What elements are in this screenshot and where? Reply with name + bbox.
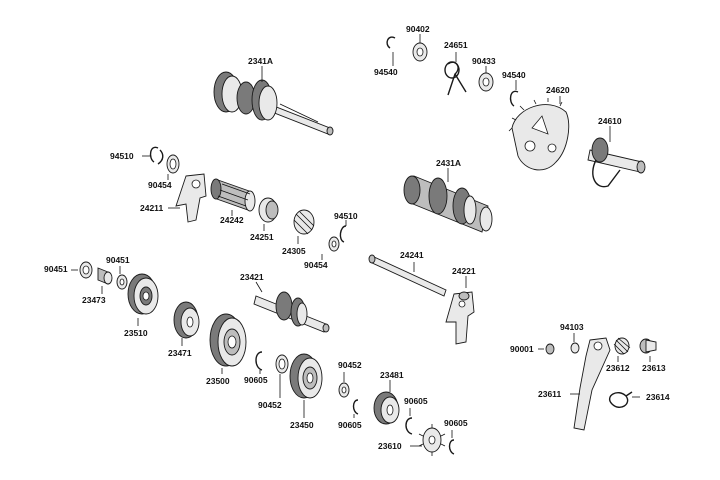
label-90001: 90001	[510, 344, 534, 354]
part-90451-washer-a	[79, 261, 93, 279]
part-94103-washer	[570, 342, 580, 354]
label-94510-b: 94510	[334, 211, 358, 221]
part-94540-clip-a	[386, 36, 396, 49]
label-90605-a: 90605	[244, 375, 268, 385]
label-90452-a: 90452	[258, 400, 282, 410]
label-24651: 24651	[444, 40, 468, 50]
part-90605-clip-b	[352, 399, 359, 415]
label-23450: 23450	[290, 420, 314, 430]
label-90605-c: 90605	[404, 396, 428, 406]
part-23613-pin	[639, 338, 657, 354]
part-23481-hub	[373, 391, 400, 425]
part-24651-spring	[444, 61, 467, 96]
label-24620: 24620	[546, 85, 570, 95]
part-23500-gear	[209, 313, 247, 367]
part-2431a-shift-drum	[403, 175, 493, 233]
part-90402-washer	[412, 42, 428, 62]
label-90451-a: 90451	[44, 264, 68, 274]
part-23510-gear	[127, 273, 159, 315]
label-23614: 23614	[646, 392, 670, 402]
part-90605-clip-c	[405, 417, 413, 435]
part-23450-gear	[289, 353, 323, 399]
label-94540-a: 94540	[374, 67, 398, 77]
part-90452-washer-b	[338, 382, 350, 398]
label-23613: 23613	[642, 363, 666, 373]
label-24251: 24251	[250, 232, 274, 242]
label-90454-b: 90454	[304, 260, 328, 270]
label-90605-b: 90605	[338, 420, 362, 430]
label-24610: 24610	[598, 116, 622, 126]
part-94540-clip-b	[509, 90, 519, 107]
part-24251-collar	[258, 197, 279, 223]
part-90433-washer	[478, 72, 494, 92]
part-90452-washer-a	[275, 354, 289, 374]
label-90454-a: 90454	[148, 180, 172, 190]
part-90454-washer-a	[166, 154, 180, 174]
part-90001-nut	[545, 343, 555, 355]
label-2431a: 2431A	[436, 158, 461, 168]
label-90452-b: 90452	[338, 360, 362, 370]
label-94540-b: 94540	[502, 70, 526, 80]
part-23611-shift-arm	[573, 337, 611, 431]
part-94510-clip-a	[149, 146, 164, 165]
part-23614-spring-clip	[608, 391, 633, 408]
part-23612-spring	[613, 337, 631, 355]
part-90605-clip-a	[255, 351, 263, 371]
label-2341a: 2341A	[248, 56, 273, 66]
label-24241: 24241	[400, 250, 424, 260]
label-90402: 90402	[406, 24, 430, 34]
label-23421: 23421	[240, 272, 264, 282]
part-90605-clip-d	[448, 439, 455, 455]
part-23610-star-cam	[418, 424, 446, 456]
label-24211: 24211	[140, 203, 163, 213]
label-90433: 90433	[472, 56, 496, 66]
part-24221-shift-fork	[445, 291, 475, 345]
label-23612: 23612	[606, 363, 630, 373]
label-94510-a: 94510	[110, 151, 134, 161]
part-24241-fork-rod	[368, 254, 447, 297]
part-90454-washer-b	[328, 236, 340, 252]
part-24211-shift-fork	[175, 173, 207, 223]
part-24620-shift-drum-cam	[508, 98, 570, 171]
label-94103: 94103	[560, 322, 584, 332]
part-90451-washer-b	[116, 274, 128, 290]
part-2341a-shaft	[213, 71, 334, 136]
part-24305-spring	[293, 209, 315, 235]
label-23610: 23610	[378, 441, 402, 451]
label-23473: 23473	[82, 295, 106, 305]
label-90605-d: 90605	[444, 418, 468, 428]
label-24305: 24305	[282, 246, 306, 256]
label-24242: 24242	[220, 215, 244, 225]
part-94510-clip-b	[339, 225, 347, 243]
label-24221: 24221	[452, 266, 476, 276]
part-23473-bushing	[97, 267, 113, 285]
label-23611: 23611	[538, 389, 561, 399]
label-23481: 23481	[380, 370, 404, 380]
part-23471-hub	[173, 301, 200, 339]
label-23500: 23500	[206, 376, 230, 386]
part-24610-shift-shaft	[587, 137, 646, 188]
label-23510: 23510	[124, 328, 148, 338]
label-90451-b: 90451	[106, 255, 130, 265]
part-23421-input-shaft	[253, 291, 330, 333]
label-23471: 23471	[168, 348, 192, 358]
part-24242-roller-bearing	[210, 178, 256, 212]
